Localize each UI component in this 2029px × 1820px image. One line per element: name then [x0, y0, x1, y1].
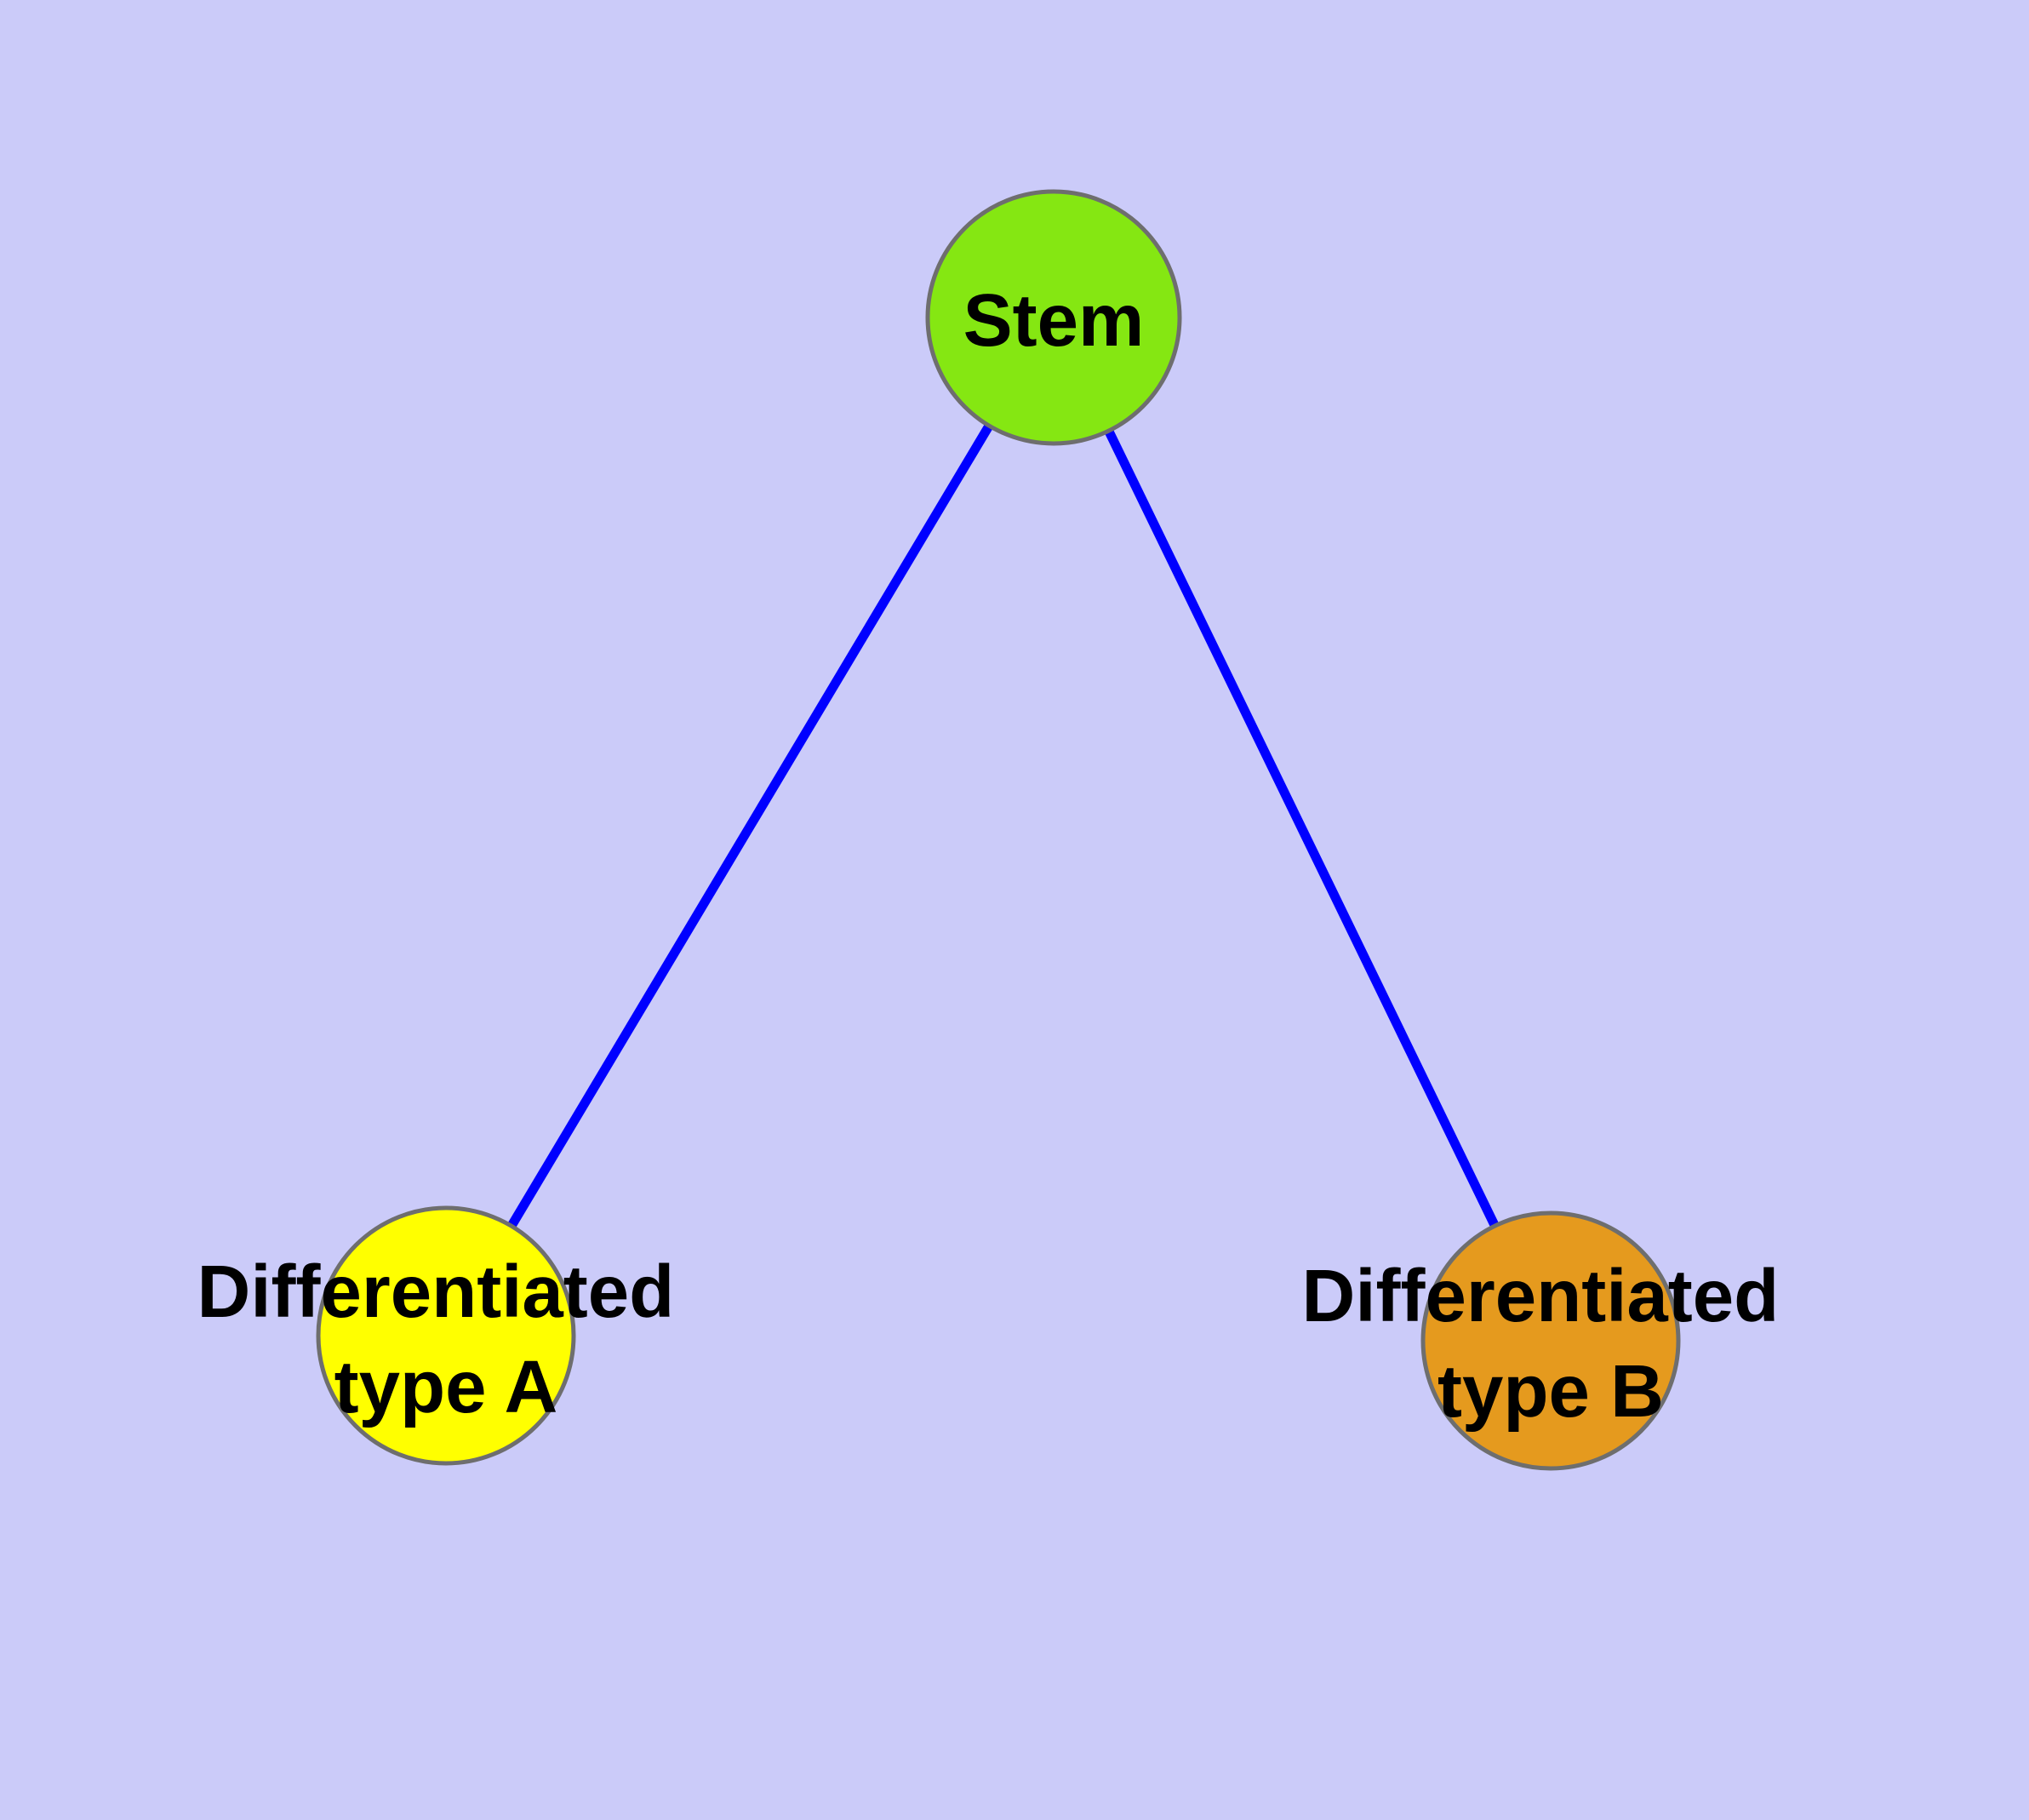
edge-stem-to-type-b	[1049, 315, 1555, 1343]
node-stem	[925, 189, 1182, 446]
node-differentiated-type-b-label-line2: type B	[1437, 1350, 1664, 1433]
node-differentiated-type-a	[316, 1205, 576, 1466]
node-differentiated-type-a-label-line2: type A	[334, 1346, 558, 1428]
node-differentiated-type-b-label-line1: Differentiated	[1302, 1255, 1780, 1337]
node-differentiated-type-b	[1420, 1210, 1681, 1471]
node-differentiated-type-b-label: Differentiated type B	[1302, 1255, 1800, 1433]
node-differentiated-type-a-label-line1: Differentiated	[197, 1251, 675, 1333]
node-stem-label: Stem	[963, 279, 1145, 362]
node-differentiated-type-a-label: Differentiated type A	[197, 1251, 695, 1428]
edge-stem-to-type-a	[442, 315, 1058, 1338]
